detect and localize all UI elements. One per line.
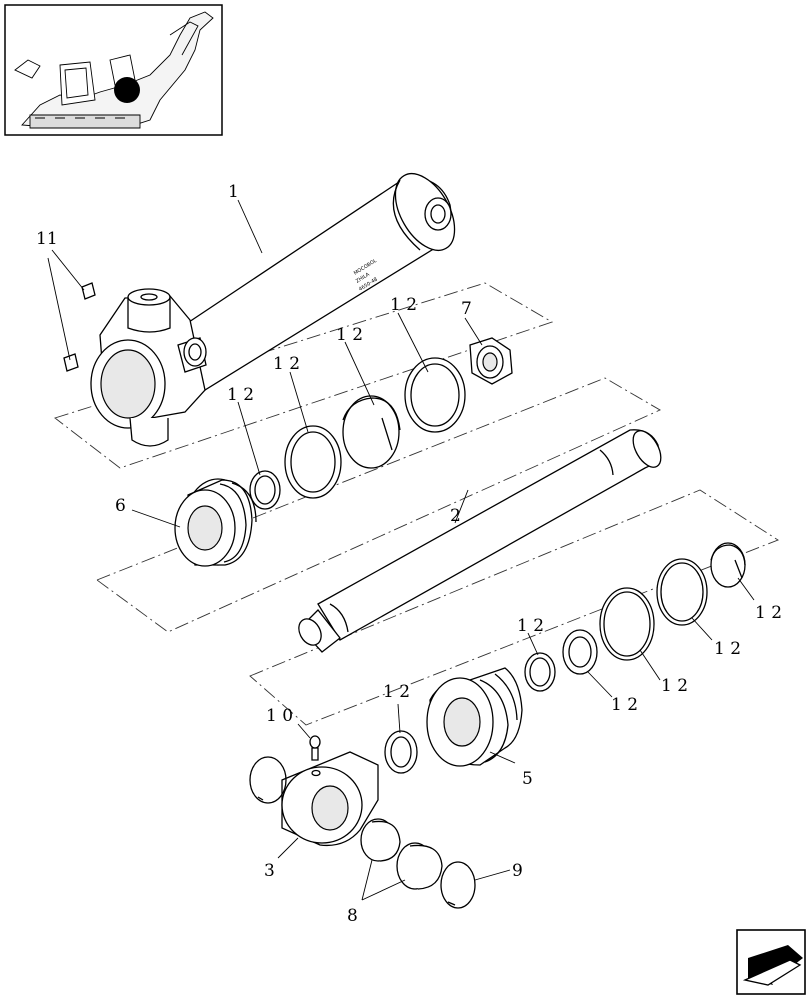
part-labels: 1 11 7 1 2 1 2 1 2 1 2 6 2 1 2 1 2 1 2 1… xyxy=(36,182,782,926)
lock-nut xyxy=(469,337,513,385)
wear-band-c xyxy=(342,395,401,469)
gland-head xyxy=(174,478,257,567)
seal-ring-b xyxy=(284,425,342,499)
rod-group-boundary xyxy=(96,377,661,633)
label-part-12-d: 1 2 xyxy=(227,385,254,405)
snap-ring-left xyxy=(249,756,287,804)
grease-fitting-lower xyxy=(63,353,79,372)
label-part-12-j: 1 2 xyxy=(611,695,638,715)
piston-seal-g xyxy=(562,629,598,675)
label-part-1: 1 xyxy=(228,182,239,202)
piston-seal-h xyxy=(599,587,655,661)
machine-locator-thumbnail xyxy=(4,4,223,136)
label-part-12-b: 1 2 xyxy=(336,325,363,345)
seal-ring-a xyxy=(249,470,281,510)
bushing-b xyxy=(396,842,443,890)
cylinder-barrel: MOCOBOL ZHILA 4650-48 xyxy=(90,173,456,447)
piston-seal-f xyxy=(524,652,556,692)
label-part-5: 5 xyxy=(522,769,533,789)
label-part-12-i: 1 2 xyxy=(383,682,410,702)
cylinder-group-boundary xyxy=(54,282,554,469)
label-part-3: 3 xyxy=(264,861,275,881)
label-part-12-a: 1 2 xyxy=(390,295,417,315)
snap-ring-right xyxy=(440,861,476,909)
grease-fitting-upper xyxy=(81,282,96,300)
label-part-7: 7 xyxy=(461,299,472,319)
bushing-a xyxy=(360,818,401,862)
piston-rod xyxy=(298,429,662,653)
seal-ring-d xyxy=(404,357,466,433)
label-part-10: 1 0 xyxy=(266,706,293,726)
label-part-12-c: 1 2 xyxy=(273,354,300,374)
label-part-8: 8 xyxy=(347,906,358,926)
piston-group-boundary xyxy=(249,489,779,726)
leader-lines xyxy=(47,199,755,901)
grease-nipple xyxy=(309,735,321,761)
label-part-2: 2 xyxy=(450,506,461,526)
rod-eye xyxy=(281,751,379,847)
label-part-12-g: 1 2 xyxy=(517,616,544,636)
label-part-6: 6 xyxy=(115,496,126,516)
label-part-12-f: 1 2 xyxy=(714,639,741,659)
piston-seal-j xyxy=(710,542,746,588)
piston xyxy=(426,667,523,767)
label-part-12-h: 1 2 xyxy=(661,676,688,696)
label-part-12-e: 1 2 xyxy=(755,603,782,623)
piston-seal-i xyxy=(656,558,708,626)
previous-page-arrow-icon[interactable] xyxy=(736,929,806,995)
label-part-11: 11 xyxy=(36,229,58,249)
label-part-9: 9 xyxy=(512,861,523,881)
piston-seal-e xyxy=(384,730,418,774)
